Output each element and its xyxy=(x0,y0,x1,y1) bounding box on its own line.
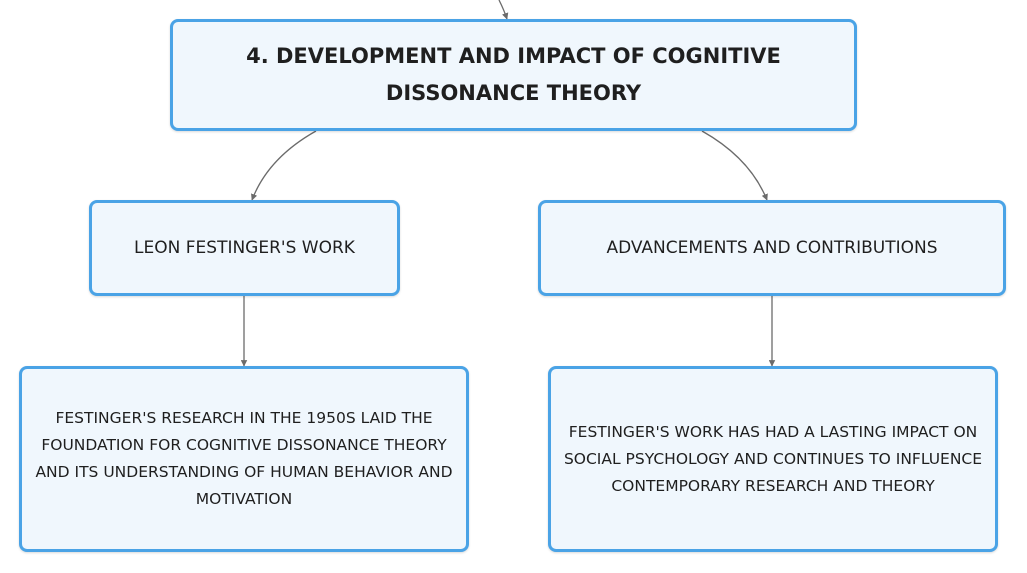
subtopic-node-festingers-work[interactable]: LEON FESTINGER'S WORK xyxy=(89,200,400,296)
detail-node-lasting-impact[interactable]: FESTINGER'S WORK HAS HAD A LASTING IMPAC… xyxy=(548,366,998,552)
subtopic-label: LEON FESTINGER'S WORK xyxy=(134,238,355,258)
incoming-parent-connector xyxy=(498,0,509,20)
root-to-right-branch-connector xyxy=(701,130,768,201)
detail-text: FESTINGER'S WORK HAS HAD A LASTING IMPAC… xyxy=(563,422,983,495)
root-topic-label: 4. DEVELOPMENT AND IMPACT OF COGNITIVE D… xyxy=(246,44,781,105)
detail-node-festingers-research[interactable]: FESTINGER'S RESEARCH IN THE 1950S LAID T… xyxy=(19,366,469,552)
root-topic-node[interactable]: 4. DEVELOPMENT AND IMPACT OF COGNITIVE D… xyxy=(170,19,857,131)
subtopic-node-advancements[interactable]: ADVANCEMENTS AND CONTRIBUTIONS xyxy=(538,200,1006,296)
subtopic-label: ADVANCEMENTS AND CONTRIBUTIONS xyxy=(606,238,938,258)
detail-text: FESTINGER'S RESEARCH IN THE 1950S LAID T… xyxy=(35,409,453,508)
root-to-left-branch-connector xyxy=(251,130,317,201)
